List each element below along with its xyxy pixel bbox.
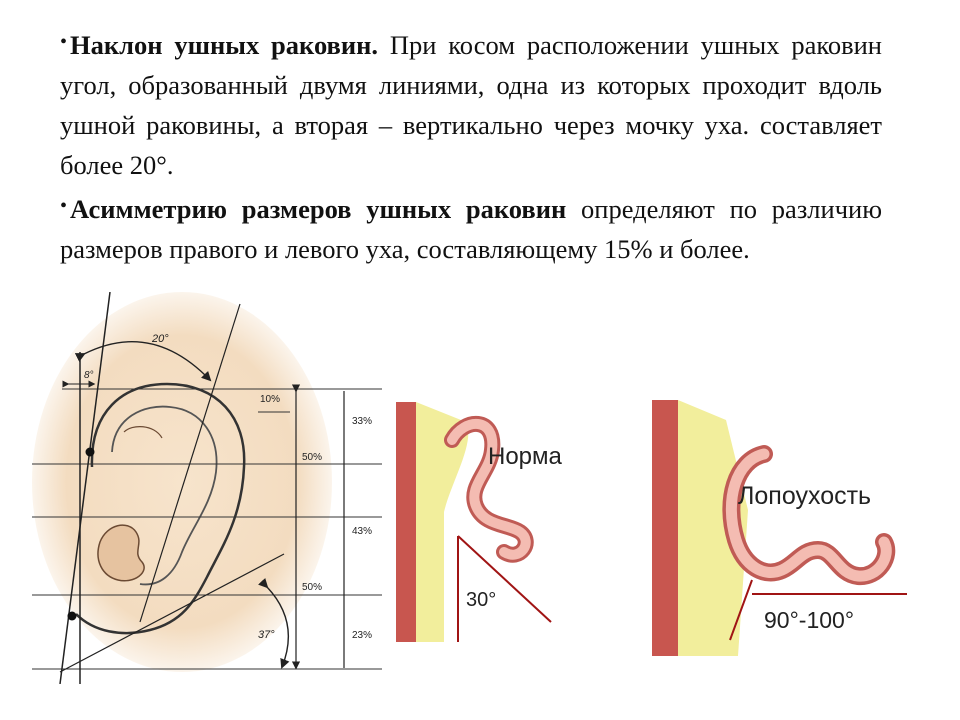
paragraph-text: При косом расположении ушных раковин уго… [60, 30, 882, 180]
ear-concha [97, 524, 145, 582]
tissue-layer [678, 400, 748, 656]
pct-label-10: 10% [260, 394, 280, 405]
ear-section-normal: Норма 30° [396, 402, 563, 642]
bullet: • [60, 31, 68, 53]
angle-label-20: 20° [151, 333, 169, 345]
pct-label-50-lower: 50% [302, 582, 322, 593]
skin-layer [652, 400, 678, 656]
angle-arc-20 [74, 341, 212, 382]
paragraph-ear-tilt: •Наклон ушных раковин. При косом располо… [60, 22, 882, 185]
tissue-layer [416, 402, 469, 642]
pct-label-50-upper: 50% [302, 452, 322, 463]
ear-proportions-diagram: 20° 8° 37° 10% 50% 50% 33% 43% 23% [32, 292, 382, 684]
skin-layer [396, 402, 416, 642]
pct-label-23: 23% [352, 630, 372, 641]
angle-line-base [729, 579, 753, 641]
pct-label-33: 33% [352, 416, 372, 427]
ear-shading [32, 292, 332, 672]
ear-crus [123, 426, 163, 439]
angle-arc-37 [258, 577, 290, 669]
paragraph-ear-asymmetry: •Асимметрию размеров ушных раковин опред… [60, 186, 882, 269]
norma-angle-label: 30° [466, 589, 496, 611]
paragraph-heading: Асимметрию размеров ушных раковин [70, 194, 567, 224]
cartilage-inner [725, 448, 892, 582]
angle-line-oblique [457, 535, 552, 623]
pct-label-43: 43% [352, 526, 372, 537]
paragraph-heading: Наклон ушных раковин. [70, 30, 379, 60]
paragraph-text: определяют по различию размеров правого … [60, 194, 882, 264]
cartilage-inner [447, 419, 531, 560]
bullet: • [60, 195, 68, 217]
ear-outline [75, 382, 246, 635]
ear-oblique-line [139, 303, 241, 623]
angle-label-37: 37° [258, 629, 275, 641]
ear-section-protruding: Лопоухость 90°-100° [652, 400, 907, 656]
protruding-angle-label: 90°-100° [764, 607, 854, 633]
ear-inner-helix [111, 405, 218, 586]
lobe-tangent-line [59, 553, 285, 673]
angle-label-8: 8° [84, 370, 94, 381]
norma-label: Норма [488, 443, 563, 470]
protruding-label: Лопоухость [738, 482, 871, 510]
reference-point-bottom [67, 611, 77, 621]
reference-point-top [85, 447, 95, 457]
